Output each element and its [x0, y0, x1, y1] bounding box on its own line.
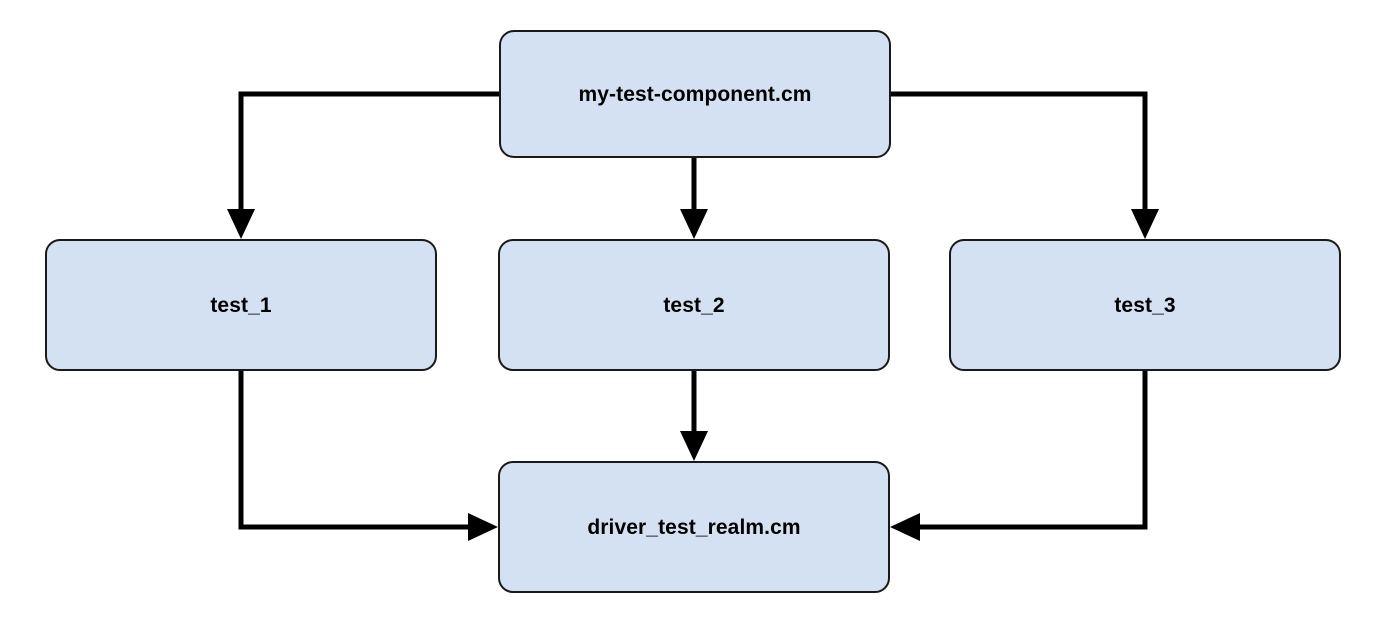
arrowhead-down-test-3: [1131, 209, 1159, 239]
node-label-my-test-component-cm: my-test-component.cm: [578, 82, 812, 106]
arrowhead-left-driver: [890, 513, 920, 541]
node-test-1[interactable]: test_1: [45, 239, 437, 371]
arrowhead-down-test-2: [680, 209, 708, 239]
node-label-driver-test-realm-cm: driver_test_realm.cm: [587, 515, 801, 539]
node-label-test-1: test_1: [210, 293, 272, 317]
node-driver-test-realm-cm[interactable]: driver_test_realm.cm: [498, 461, 890, 593]
arrowhead-right-driver: [468, 513, 498, 541]
edge-root-to-test-3-line: [891, 91, 1148, 216]
edge-root-to-test-1: [227, 91, 499, 239]
node-label-test-2: test_2: [663, 293, 725, 317]
edge-test-1-to-driver: [238, 371, 498, 541]
node-label-test-3: test_3: [1114, 293, 1176, 317]
edge-root-to-test-1-line: [238, 91, 499, 216]
edge-root-to-test-2: [680, 158, 708, 239]
node-test-3[interactable]: test_3: [949, 239, 1341, 371]
arrowhead-down-driver: [680, 431, 708, 461]
node-test-2[interactable]: test_2: [498, 239, 890, 371]
node-my-test-component-cm[interactable]: my-test-component.cm: [499, 30, 891, 158]
edge-test-2-to-driver: [680, 371, 708, 461]
edge-test-3-to-driver-line: [913, 371, 1148, 530]
arrowhead-down-test-1: [227, 209, 255, 239]
edge-root-to-test-3: [891, 91, 1159, 239]
edge-test-1-to-driver-line: [238, 371, 475, 530]
edge-test-3-to-driver: [890, 371, 1148, 541]
